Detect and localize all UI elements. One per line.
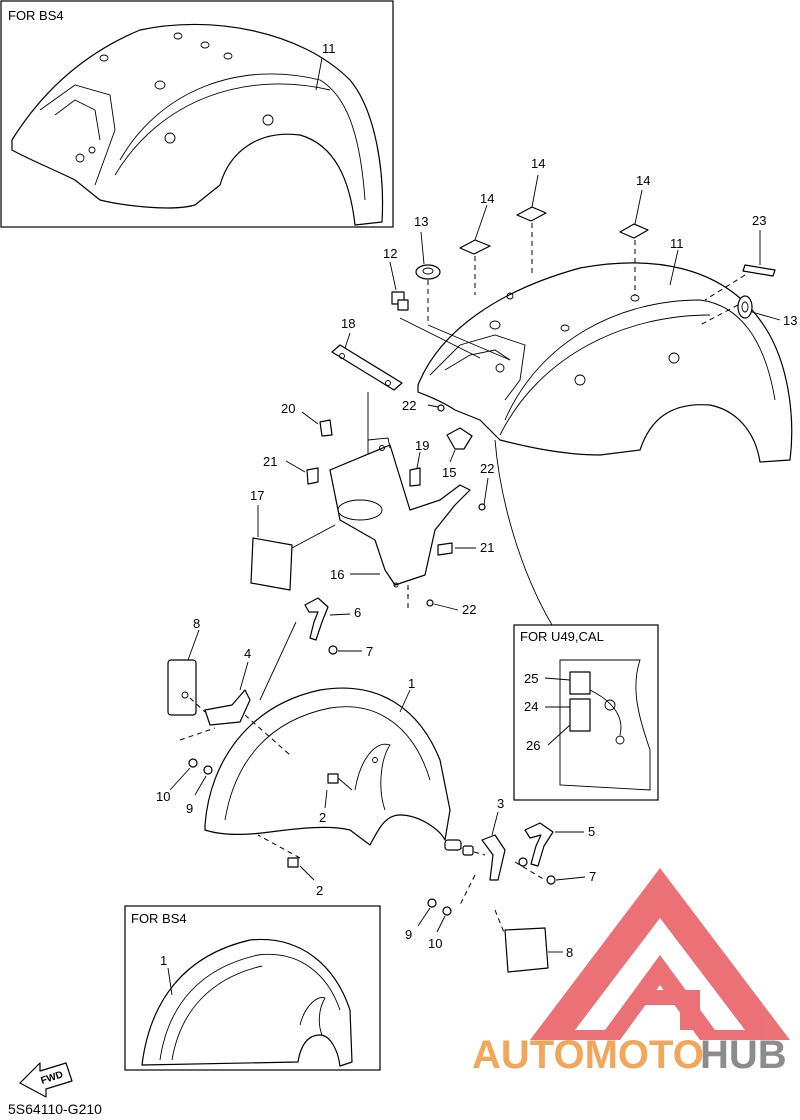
inset-box-bottom	[124, 905, 381, 1071]
rear-fender	[417, 262, 793, 463]
callout-13a: 13	[414, 214, 428, 229]
grommet-13a	[415, 231, 511, 361]
callout-14b: 14	[531, 156, 545, 171]
bracket-5	[524, 822, 584, 867]
reflector-8-right	[494, 909, 563, 973]
callout-26: 26	[526, 738, 540, 753]
plate-17	[250, 505, 336, 591]
callout-13b: 13	[783, 313, 797, 328]
callout-8a: 8	[193, 616, 200, 631]
clip-21a	[285, 460, 319, 485]
screw-22a	[427, 404, 445, 412]
callout-24: 24	[524, 699, 538, 714]
callout-25: 25	[524, 671, 538, 686]
callout-18: 18	[341, 316, 355, 331]
callout-11-inset: 11	[322, 41, 336, 56]
fwd-arrow-icon: FWD	[19, 1062, 73, 1098]
callout-14a: 14	[480, 191, 494, 206]
callout-1: 1	[408, 676, 415, 691]
callout-16: 16	[330, 567, 344, 582]
inset-box-u49	[513, 624, 659, 801]
callout-7a: 7	[366, 644, 373, 659]
label-23	[704, 230, 776, 301]
nut-12	[389, 261, 481, 359]
screw-22b	[478, 477, 489, 511]
callout-3: 3	[497, 796, 504, 811]
automotohub-logo-icon	[530, 868, 790, 1040]
inset-title-bottom: FOR BS4	[131, 911, 187, 926]
nut-7-left	[328, 645, 362, 655]
inset-bs4-rear: FOR BS4 11	[0, 0, 394, 228]
screw-22c	[407, 585, 459, 611]
clip-19	[409, 451, 421, 487]
washer-10-left	[169, 758, 198, 791]
nut-9-right	[417, 898, 437, 927]
callout-1b: 1	[160, 953, 167, 968]
bracket-16	[329, 437, 471, 588]
callout-15: 15	[442, 465, 456, 480]
bracket-6	[259, 597, 351, 701]
front-fender	[204, 687, 451, 846]
callout-5: 5	[588, 824, 595, 839]
diagram-code: 5S64110-G210	[8, 1101, 102, 1117]
callout-14c: 14	[636, 173, 650, 188]
clip-21b	[437, 542, 476, 556]
label-14b	[516, 174, 547, 275]
label-14c	[619, 189, 649, 295]
callout-6: 6	[354, 605, 361, 620]
callout-19: 19	[415, 438, 429, 453]
bar-18	[331, 332, 403, 475]
callout-21a: 21	[263, 454, 277, 469]
clip-15	[446, 427, 473, 463]
watermark-automoto: AUTOMOTO	[472, 1033, 704, 1077]
label-14a	[459, 204, 491, 295]
callout-4: 4	[244, 646, 251, 661]
callout-17: 17	[250, 488, 264, 503]
callout-22c: 22	[462, 602, 476, 617]
callout-9a: 9	[186, 801, 193, 816]
nut-7-right	[518, 857, 586, 885]
callout-20: 20	[281, 401, 295, 416]
reflector-8-left	[167, 629, 200, 716]
callout-8b: 8	[566, 945, 573, 960]
bolt-2b	[257, 834, 315, 881]
inset-bs4-front: FOR BS4	[124, 905, 381, 1071]
stay-4	[179, 661, 291, 756]
watermark-hub: HUB	[700, 1033, 787, 1077]
clip-20	[301, 411, 333, 437]
callout-10a: 10	[156, 789, 170, 804]
callout-22a: 22	[402, 398, 416, 413]
callout-2b: 2	[316, 883, 323, 898]
callout-12: 12	[383, 246, 397, 261]
u49-leader	[494, 439, 553, 626]
callout-11: 11	[670, 236, 684, 251]
callout-7b: 7	[589, 869, 596, 884]
callout-2a: 2	[319, 810, 326, 825]
rear-fender-bs4	[11, 23, 384, 226]
bolt-2a	[324, 773, 353, 809]
callout-23: 23	[752, 213, 766, 228]
inset-u49-cal: FOR U49,CAL	[513, 624, 659, 801]
inset-title-u49: FOR U49,CAL	[520, 629, 604, 644]
washer-10-right	[436, 906, 452, 933]
stay-3	[447, 811, 546, 906]
callout-22b: 22	[480, 461, 494, 476]
inset-title-top: FOR BS4	[8, 8, 64, 23]
nut-9-left	[194, 765, 213, 796]
collar-left	[444, 839, 474, 856]
inset-box-top	[0, 0, 394, 228]
grommet-13b	[699, 295, 781, 326]
callout-9b: 9	[405, 927, 412, 942]
callout-21b: 21	[480, 540, 494, 555]
callout-10b: 10	[428, 936, 442, 951]
